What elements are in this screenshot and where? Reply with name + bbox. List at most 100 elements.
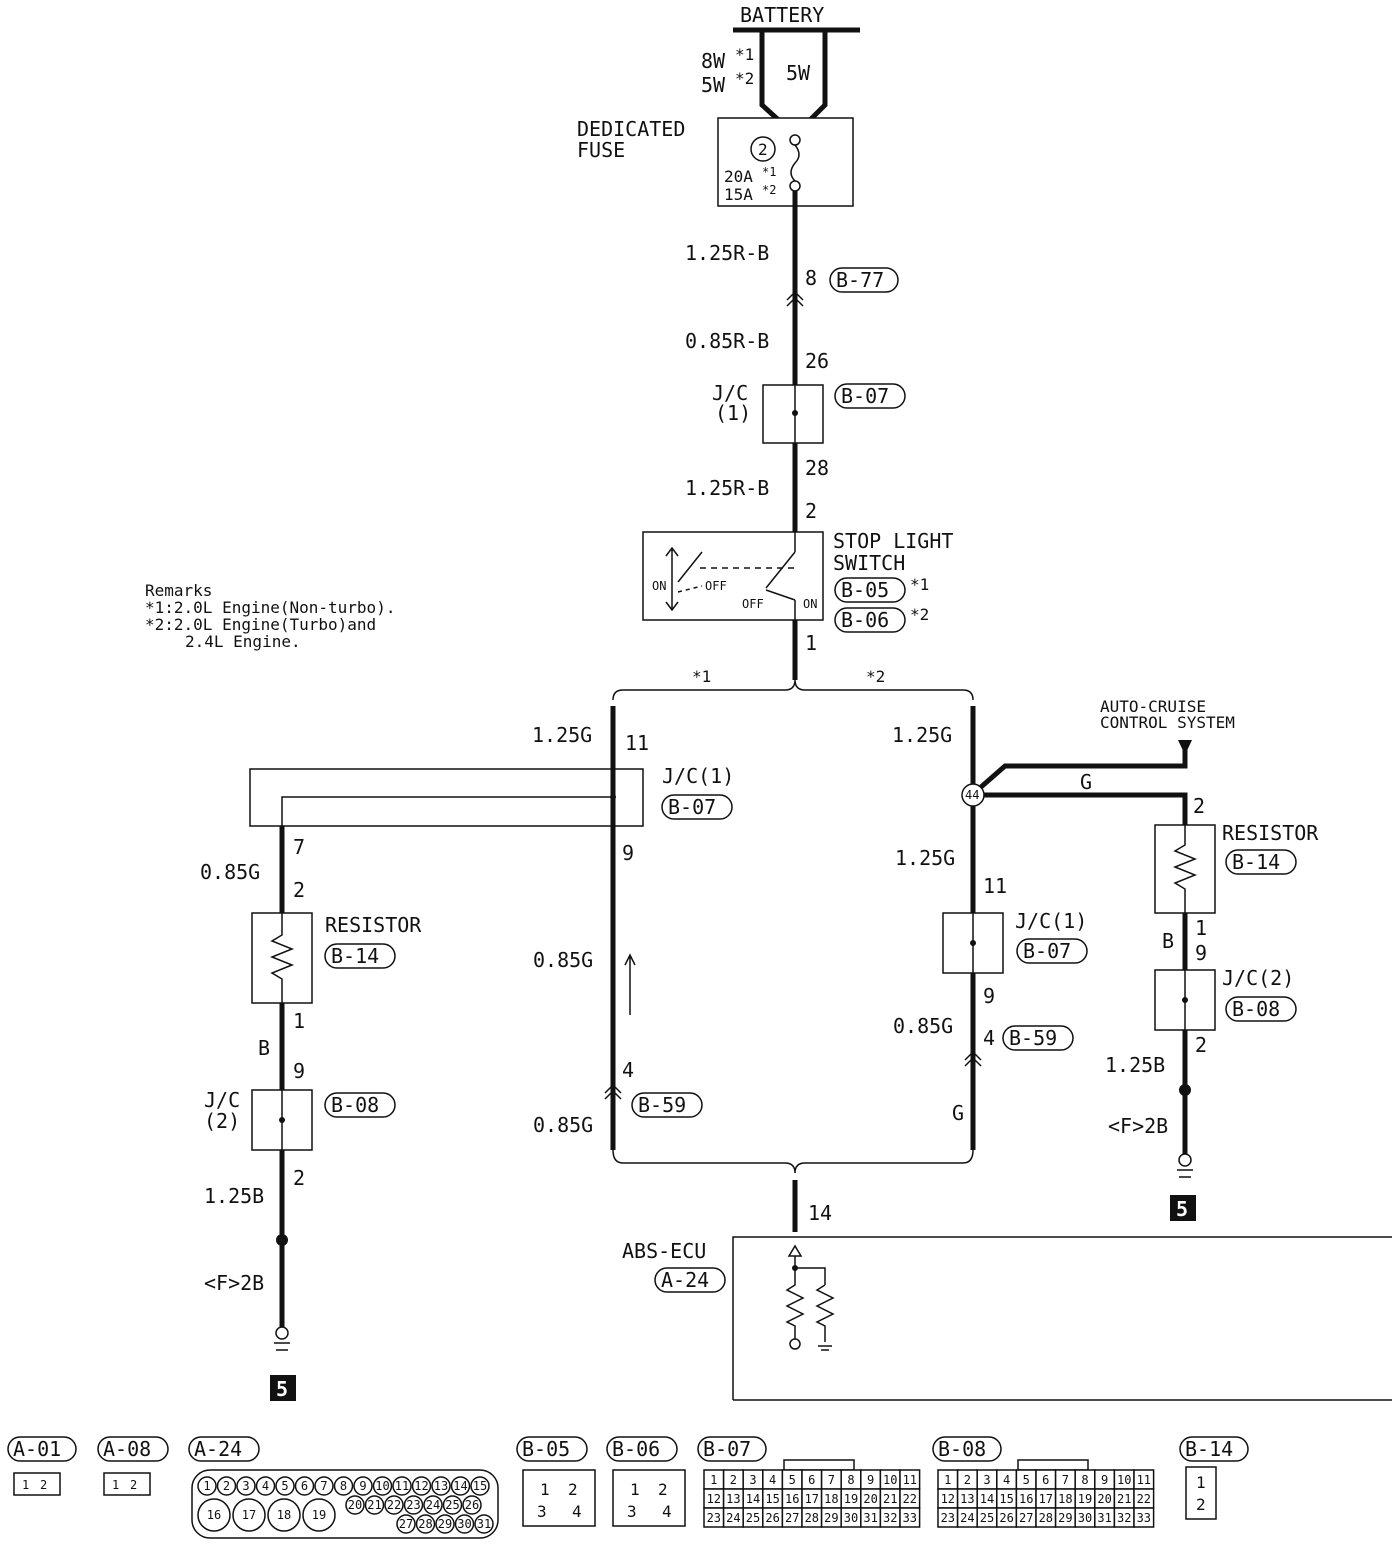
fuse-label-2: FUSE <box>577 138 625 162</box>
legend-a08-pin2: 2 <box>130 1478 137 1492</box>
a24-pin-circle <box>396 1514 416 1534</box>
grid-pin-label: 2 <box>730 1473 737 1487</box>
wire-125rb-1: 1.25R-B <box>685 241 769 265</box>
fuse-rating-2: 15A <box>724 185 753 204</box>
left-conn-b08 <box>324 1092 396 1118</box>
grid-pin-label: 26 <box>765 1511 779 1525</box>
a24-pin-circle <box>442 1495 463 1515</box>
grid-pin-label: 12 <box>707 1492 721 1506</box>
legend-a01-pin2: 2 <box>40 1478 47 1492</box>
legend-b06-label: B-06 <box>612 1437 660 1461</box>
branch-bracket-bottom <box>612 1149 974 1174</box>
pin-1-switch: 1 <box>805 631 817 655</box>
a24-pin-circle <box>474 1514 494 1534</box>
a24-pin-label: 14 <box>453 1479 467 1493</box>
grid-pin-label: 22 <box>1137 1492 1151 1506</box>
grid-pin-cell <box>899 1507 921 1528</box>
a24-pin-circle <box>415 1514 436 1534</box>
conn-b05-note: *1 <box>910 575 929 594</box>
a24-pin-label: 22 <box>387 1498 401 1512</box>
wire-5w-left: 5W <box>701 73 726 97</box>
a24-pin-label: 8 <box>340 1479 347 1493</box>
grid-pin-label: 5 <box>1023 1473 1030 1487</box>
ground-icon-right <box>1178 1153 1192 1167</box>
right-ground-marker <box>1170 1195 1196 1221</box>
grid-pin-label: 9 <box>867 1473 874 1487</box>
right-pin-4: 4 <box>983 1026 995 1050</box>
a24-pin-circle <box>294 1476 315 1496</box>
switch-on-right: ON <box>803 597 817 611</box>
right-ground-label: <F>2B <box>1108 1114 1168 1138</box>
right-wire-125g: 1.25G <box>892 723 952 747</box>
grid-pin-label: 33 <box>903 1511 917 1525</box>
left-chevron <box>604 1083 622 1100</box>
conn-b06-note: *2 <box>910 605 929 624</box>
grid-pin-label: 25 <box>746 1511 760 1525</box>
fuse-terminal-top <box>789 134 801 146</box>
grid-pin-label: 10 <box>883 1473 897 1487</box>
a24-pin-circle <box>333 1476 354 1496</box>
legend-b05-pin1: 1 <box>540 1480 550 1499</box>
grid-pin-label: 3 <box>749 1473 756 1487</box>
switch-label-1: STOP LIGHT <box>833 529 953 553</box>
a24-pin-label: 19 <box>312 1508 326 1522</box>
ecu-chassis-ground-icon <box>818 1345 832 1351</box>
legend-b06-pin3: 3 <box>627 1502 637 1521</box>
a24-pin-label: 29 <box>438 1517 452 1531</box>
grid-pin-label: 11 <box>903 1473 917 1487</box>
ecu-ground-icon <box>789 1338 801 1350</box>
right-pin-1: 1 <box>1195 916 1207 940</box>
battery-label: BATTERY <box>740 3 824 27</box>
grid-pin-label: 8 <box>1081 1473 1088 1487</box>
left-flow-arrow <box>624 953 636 1015</box>
left-pin-9: 9 <box>622 841 634 865</box>
grid-pin-label: 24 <box>726 1511 740 1525</box>
grid-pin-label: 15 <box>999 1492 1013 1506</box>
ecu-conn-a24-label: A-24 <box>661 1268 709 1292</box>
grid-pin-label: 1 <box>944 1473 951 1487</box>
remarks-line-2: *2:2.0L Engine(Turbo)and <box>145 615 376 634</box>
pin-26: 26 <box>805 349 829 373</box>
a24-pin-label: 7 <box>320 1479 327 1493</box>
a24-pin-circle <box>454 1514 475 1534</box>
legend-b06-pin4: 4 <box>662 1502 672 1521</box>
grid-pin-label: 6 <box>1042 1473 1049 1487</box>
a24-pin-label: 3 <box>242 1479 249 1493</box>
remarks-line-3: 2.4L Engine. <box>185 632 301 651</box>
left-jc2-label-2: (2) <box>204 1109 240 1133</box>
grid-pin-label: 29 <box>1058 1511 1072 1525</box>
right-resistor-icon <box>1172 825 1198 913</box>
branch-note-2: *2 <box>866 667 885 686</box>
a24-pin-circle <box>431 1476 451 1496</box>
grid-pin-label: 13 <box>960 1492 974 1506</box>
a24-pin-circle <box>232 1498 266 1532</box>
left-pin-1: 1 <box>293 1009 305 1033</box>
left-ground-label: <F>2B <box>204 1271 264 1295</box>
pin-8: 8 <box>805 266 817 290</box>
left-wire-085g-mid: 0.85G <box>533 948 593 972</box>
grid-pin-label: 10 <box>1117 1473 1131 1487</box>
grid-pin-label: 23 <box>941 1511 955 1525</box>
grid-pin-label: 18 <box>824 1492 838 1506</box>
a24-pin-label: 4 <box>262 1479 269 1493</box>
ecu-pin-14: 14 <box>808 1201 832 1225</box>
conn-b77 <box>829 267 899 293</box>
a24-pin-label: 20 <box>348 1498 362 1512</box>
a24-pin-circle <box>345 1495 365 1515</box>
conn-b77-label: B-77 <box>836 268 884 292</box>
jc1-label-2: (1) <box>715 401 751 425</box>
a24-pin-label: 15 <box>473 1479 487 1493</box>
note-5w: *2 <box>735 69 754 88</box>
left-conn-b59-label: B-59 <box>638 1093 686 1117</box>
left-pin-11: 11 <box>625 731 649 755</box>
grid-pin-label: 11 <box>1137 1473 1151 1487</box>
wire-5w-right: 5W <box>786 61 811 85</box>
fuse-number-circle <box>750 136 776 162</box>
a24-pin-label: 28 <box>418 1517 432 1531</box>
ecu-terminal-icon <box>787 1244 803 1257</box>
grid-pin-label: 31 <box>863 1511 877 1525</box>
